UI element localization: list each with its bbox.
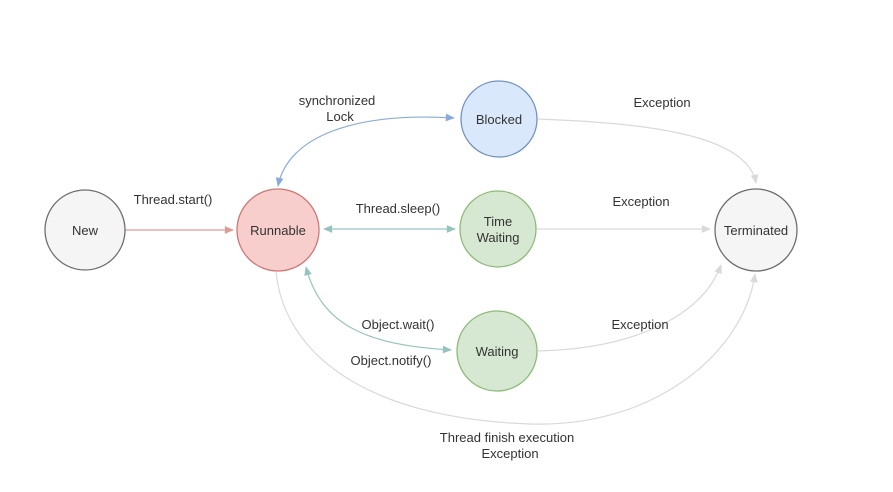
state-label-timed-waiting-line2: Waiting: [477, 230, 520, 245]
state-circle-new: [44, 189, 126, 271]
state-circle-blocked: [460, 80, 538, 158]
edge-label-synchronized-line2: Lock: [326, 109, 354, 124]
state-label-terminated: Terminated: [724, 223, 788, 238]
state-node-timed-waiting: Time Waiting: [459, 190, 537, 268]
edge-blocked-to-terminated: [537, 118, 759, 184]
edge-label-thread-sleep: Thread.sleep(): [356, 201, 441, 216]
state-circle-waiting: [456, 310, 538, 392]
edge-label-exception-timed-waiting: Exception: [612, 194, 669, 209]
state-circle-timed-waiting: [459, 190, 537, 268]
edge-label-exception-blocked: Exception: [633, 95, 690, 110]
edge-label-exception-waiting: Exception: [611, 317, 668, 332]
edge-label-object-notify: Object.notify(): [351, 353, 432, 368]
state-label-waiting: Waiting: [476, 344, 519, 359]
edge-label-thread-start: Thread.start(): [134, 192, 213, 207]
state-node-new: New: [44, 189, 126, 271]
edge-label-thread-finish-line2: Exception: [481, 446, 538, 461]
edge-label-thread-finish-line1: Thread finish execution: [440, 430, 574, 445]
state-circle-runnable: [236, 188, 320, 272]
state-label-new: New: [72, 223, 99, 238]
state-node-terminated: Terminated: [714, 188, 798, 272]
state-label-blocked: Blocked: [476, 112, 522, 127]
state-label-runnable: Runnable: [250, 223, 306, 238]
state-label-timed-waiting-line1: Time: [484, 214, 512, 229]
state-node-waiting: Waiting: [456, 310, 538, 392]
edge-label-object-wait: Object.wait(): [362, 317, 435, 332]
edge-waiting-to-terminated: [537, 264, 722, 352]
edge-runnable-waiting: [304, 266, 452, 354]
edge-runnable-blocked: [275, 113, 455, 187]
state-node-runnable: Runnable: [236, 188, 320, 272]
edge-runnable-to-terminated: [275, 271, 758, 425]
state-node-blocked: Blocked: [460, 80, 538, 158]
edge-label-synchronized-line1: synchronized: [299, 93, 376, 108]
state-circle-terminated: [714, 188, 798, 272]
